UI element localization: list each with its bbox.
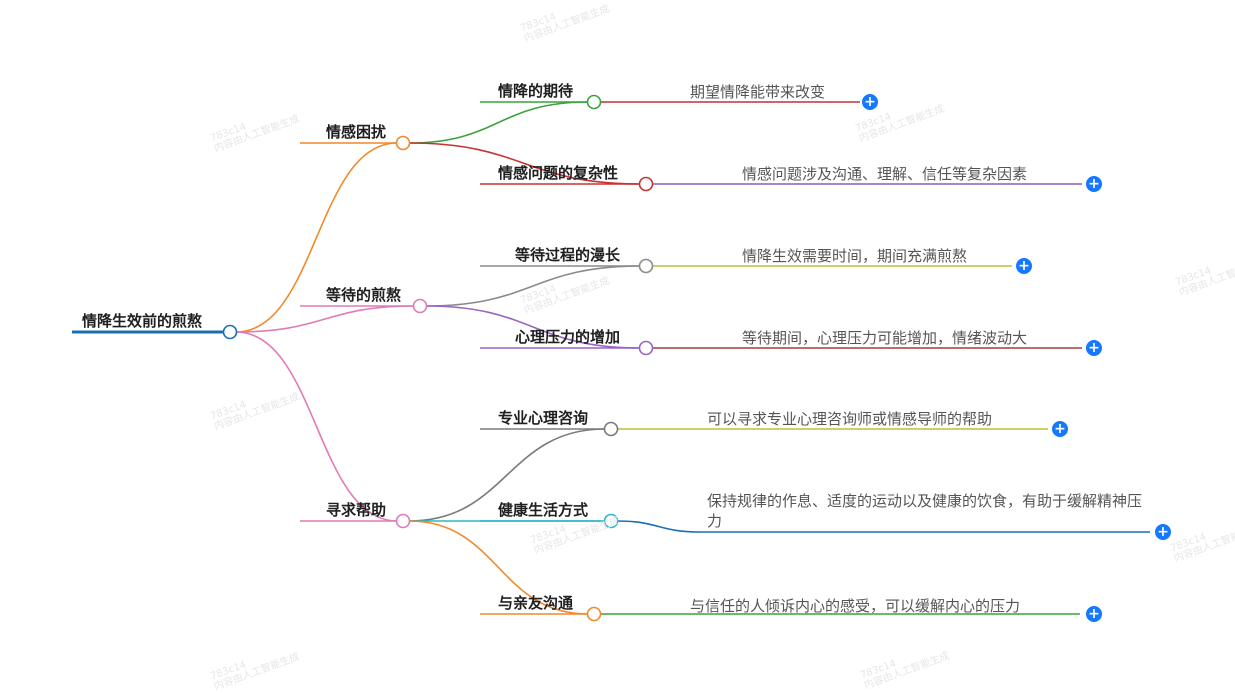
edge-root-branch-1 [235, 305, 415, 333]
expand-plus-icon-0-0[interactable]: + [862, 94, 878, 110]
expand-plus-icon-2-2[interactable]: + [1086, 606, 1102, 622]
mindmap-canvas [72, 94, 1150, 622]
edge-branch-1-child-1 [425, 305, 641, 349]
child-node-handle-1-1[interactable] [638, 340, 654, 356]
branch-node-label-2: 寻求帮助 [326, 501, 387, 519]
leaf-node-text-2-0: 可以寻求专业心理咨询师或情感导师的帮助 [707, 410, 993, 428]
branch-node-handle-1[interactable] [412, 298, 428, 314]
child-node-handle-1-0[interactable] [638, 258, 654, 274]
branch-node-handle-2[interactable] [395, 513, 411, 529]
child-node-label-0-0: 情降的期待 [498, 82, 574, 100]
leaf-node-text-0-1: 情感问题涉及沟通、理解、信任等复杂因素 [742, 165, 1028, 183]
expand-plus-icon-1-0[interactable]: + [1016, 258, 1032, 274]
child-node-label-1-1: 心理压力的增加 [515, 328, 621, 346]
branch-node-label-1: 等待的煎熬 [326, 286, 402, 304]
child-node-label-2-2: 与亲友沟通 [498, 594, 574, 612]
expand-plus-icon-2-0[interactable]: + [1052, 421, 1068, 437]
child-node-label-2-1: 健康生活方式 [498, 501, 589, 519]
leaf-node-text-2-1: 保持规律的作息、适度的运动以及健康的饮食，有助于缓解精神压力 [707, 492, 1143, 530]
child-node-handle-0-0[interactable] [586, 94, 602, 110]
leaf-node-text-2-2: 与信任的人倾诉内心的感受，可以缓解内心的压力 [690, 597, 1021, 615]
leaf-node-text-1-1: 等待期间，心理压力可能增加，情绪波动大 [742, 329, 1028, 347]
edge-root-branch-2 [235, 331, 398, 522]
child-node-handle-2-0[interactable] [603, 421, 619, 437]
expand-plus-icon-0-1[interactable]: + [1086, 176, 1102, 192]
edge-leaf-2-1 [616, 520, 701, 533]
root-node-label: 情降生效前的煎熬 [82, 312, 203, 330]
leaf-node-text-0-0: 期望情降能带来改变 [690, 83, 826, 101]
edge-branch-1-child-0 [425, 265, 641, 307]
expand-plus-icon-1-1[interactable]: + [1086, 340, 1102, 356]
branch-node-handle-0[interactable] [395, 135, 411, 151]
edge-branch-0-child-0 [408, 101, 589, 144]
child-node-handle-2-2[interactable] [586, 606, 602, 622]
child-node-handle-0-1[interactable] [638, 176, 654, 192]
child-node-label-0-1: 情感问题的复杂性 [498, 164, 619, 182]
child-node-label-2-0: 专业心理咨询 [498, 409, 589, 427]
edge-root-branch-0 [235, 142, 398, 333]
edge-branch-2-child-0 [408, 428, 606, 522]
leaf-node-text-1-0: 情降生效需要时间，期间充满煎熬 [742, 247, 968, 265]
edge-branch-0-child-1 [408, 142, 641, 185]
child-node-handle-2-1[interactable] [603, 513, 619, 529]
child-node-label-1-0: 等待过程的漫长 [515, 246, 621, 264]
expand-plus-icon-2-1[interactable]: + [1155, 524, 1171, 540]
branch-node-label-0: 情感困扰 [326, 123, 387, 141]
edge-branch-2-child-2 [408, 520, 589, 615]
root-node-handle[interactable] [222, 324, 238, 340]
